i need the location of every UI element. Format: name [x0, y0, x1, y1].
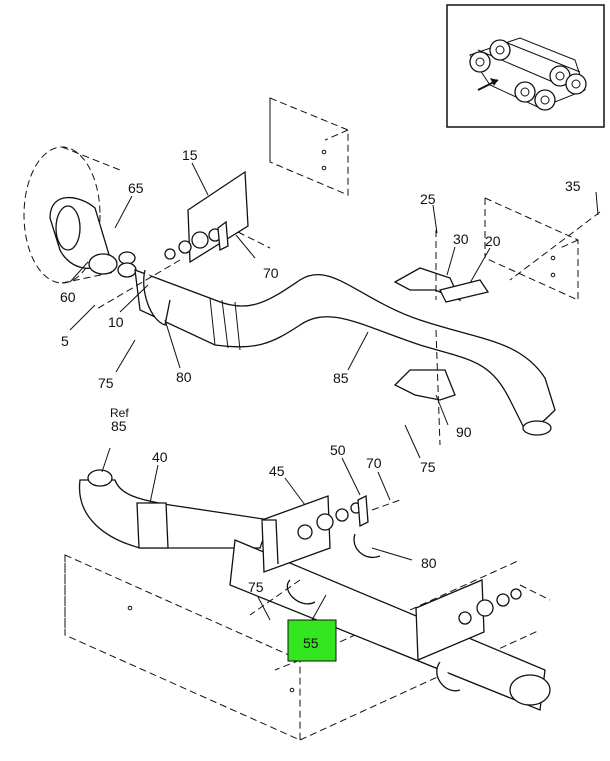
locator-inset: [446, 4, 605, 128]
callouts: 15 65 60 70 10 5 75 80 85 25 30 20 35 90…: [60, 147, 581, 651]
callout-80-upper: 80: [176, 369, 192, 385]
upper-assembly: [23, 97, 601, 446]
callout-35: 35: [565, 178, 581, 194]
callout-65: 65: [128, 180, 144, 196]
callout-20: 20: [485, 233, 501, 249]
highlight-box-55[interactable]: [287, 619, 337, 662]
callout-5: 5: [61, 333, 69, 349]
leader-lines: [69, 162, 599, 621]
callout-75-upper: 75: [98, 375, 114, 391]
callout-45: 45: [269, 463, 285, 479]
callout-15: 15: [182, 147, 198, 163]
callout-70-upper: 70: [263, 265, 279, 281]
callout-40: 40: [152, 449, 168, 465]
callout-10: 10: [108, 314, 124, 330]
callout-30: 30: [453, 231, 469, 247]
callout-90: 90: [456, 424, 472, 440]
callout-25: 25: [420, 191, 436, 207]
callout-ref: Ref: [110, 406, 129, 420]
callout-75-middle: 75: [420, 459, 436, 475]
lower-assembly: [64, 469, 551, 741]
callout-85-ref: 85: [111, 418, 127, 434]
callout-85: 85: [333, 370, 349, 386]
callout-50: 50: [330, 442, 346, 458]
callout-60: 60: [60, 289, 76, 305]
callout-70-lower: 70: [366, 455, 382, 471]
callout-55: 55: [303, 635, 319, 651]
callout-75-lower: 75: [248, 579, 264, 595]
callout-80-lower: 80: [421, 555, 437, 571]
